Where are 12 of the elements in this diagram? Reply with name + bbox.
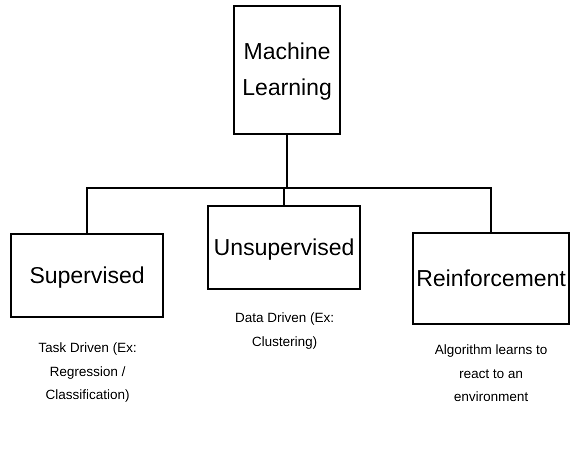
category-box [10,233,164,318]
category-box [412,232,570,325]
box-title: Reinforcement [416,264,566,293]
description-text: Task Driven (Ex: Regression / Classification) [37,339,138,404]
box-title: Machine Learning [242,37,332,102]
box-title: Unsupervised [214,232,354,262]
category-box [207,205,361,290]
description-text: Data Driven (Ex: Clustering) [234,309,336,351]
description-text: Algorithm learns to react to an environment [434,341,548,406]
connector-line [286,135,492,232]
category-box [233,5,341,135]
box-title: Supervised [29,260,145,290]
